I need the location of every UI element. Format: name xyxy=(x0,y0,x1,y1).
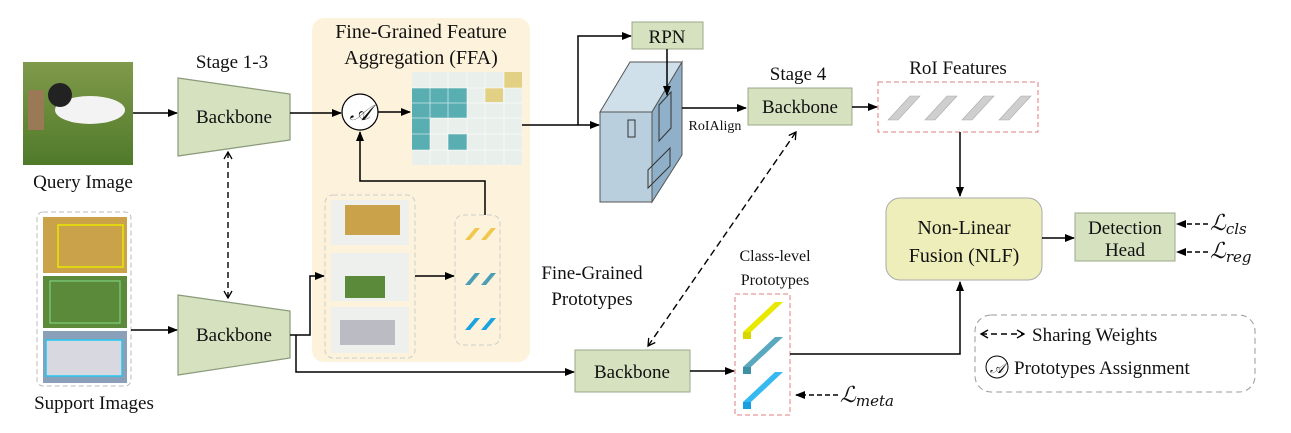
fine-grained-prototypes-label-line2: Prototypes xyxy=(551,289,632,310)
ffa-title-line2: Aggregation (FFA) xyxy=(344,47,498,69)
class-prototypes-label-line2: Prototypes xyxy=(741,272,809,289)
stage-1-3-label: Stage 1-3 xyxy=(196,52,268,73)
legend-prototypes-assignment: Prototypes Assignment xyxy=(1014,358,1190,379)
svg-text:Backbone: Backbone xyxy=(762,97,838,118)
fine-grained-prototypes-label-line1: Fine-Grained xyxy=(541,263,643,284)
svg-text:Fusion (NLF): Fusion (NLF) xyxy=(909,245,1020,267)
support-patches xyxy=(324,194,416,359)
svg-text:Non-Linear: Non-Linear xyxy=(917,217,1011,239)
loss-cls: ℒcls xyxy=(1210,211,1247,238)
svg-text:Backbone: Backbone xyxy=(196,325,272,346)
roi-features-label: RoI Features xyxy=(909,58,1007,79)
feature-map-block xyxy=(599,60,683,204)
backbone-query: Backbone xyxy=(177,77,291,157)
nlf-box: Non-Linear Fusion (NLF) xyxy=(885,197,1043,281)
ffa-title-line1: Fine-Grained Feature xyxy=(335,21,507,43)
backbone-prototype: Backbone xyxy=(574,349,691,393)
svg-text:Detection: Detection xyxy=(1088,218,1162,239)
svg-text:Backbone: Backbone xyxy=(196,107,272,128)
stage-4-label: Stage 4 xyxy=(770,64,827,85)
query-image xyxy=(23,62,133,165)
rpn-box: RPN xyxy=(631,21,704,50)
support-images xyxy=(36,211,132,387)
roi-features xyxy=(877,81,1039,133)
backbone-stage4: Backbone xyxy=(747,87,853,126)
loss-meta: ℒmeta xyxy=(840,383,894,410)
svg-text:Head: Head xyxy=(1105,240,1146,261)
legend-sharing-weights: Sharing Weights xyxy=(1032,325,1157,346)
class-level-prototypes xyxy=(734,293,791,416)
loss-reg: ℒreg xyxy=(1210,239,1252,266)
support-images-label: Support Images xyxy=(34,393,154,414)
svg-text:RPN: RPN xyxy=(649,27,686,48)
roialign-label: RoIAlign xyxy=(689,119,742,134)
fine-grained-prototypes xyxy=(454,214,501,346)
query-image-label: Query Image xyxy=(33,172,133,193)
legend: Sharing Weights 𝒜 Prototypes Assignment xyxy=(974,314,1256,393)
aggregated-feature-map xyxy=(412,72,522,165)
svg-text:Backbone: Backbone xyxy=(594,362,670,383)
class-prototypes-label-line1: Class-level xyxy=(739,248,811,265)
detection-head: Detection Head xyxy=(1074,212,1176,262)
backbone-support: Backbone xyxy=(177,294,291,376)
